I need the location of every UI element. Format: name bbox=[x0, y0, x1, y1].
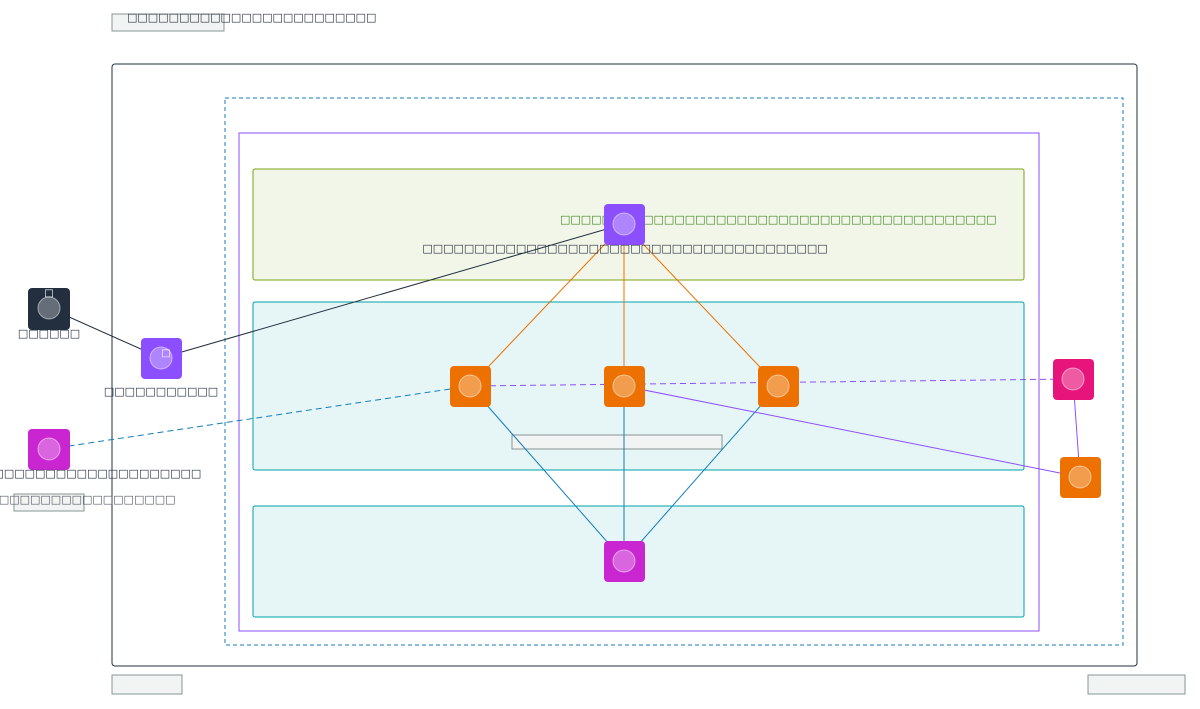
right-compute-node[interactable] bbox=[1060, 457, 1101, 498]
top-band-label: □□□□□□□□□□□□□□□□□□□□□□□□□□□□□□□□□□□□□□□□… bbox=[560, 213, 997, 226]
queue-icon bbox=[1053, 359, 1094, 400]
gateway-node[interactable]: □ □□□□□□□□□□□ bbox=[104, 338, 218, 398]
top-network-node[interactable]: □□□□□□□□□□□□□□□□□□□□□□□□□□□□□□□□□□□□□□□ bbox=[422, 204, 828, 255]
service-icon-glyph bbox=[37, 437, 61, 461]
gateway-icon bbox=[141, 338, 182, 379]
compute-icon-glyph bbox=[1068, 465, 1092, 489]
edge-compute-left-to-db bbox=[469, 385, 625, 562]
database-icon-glyph bbox=[612, 549, 636, 573]
edge-compute-right-to-db bbox=[623, 385, 779, 562]
bottom-left-tag bbox=[111, 674, 183, 695]
service-label: □□□□□□□□□□□□□□□□□□□□□□□□□□□ bbox=[0, 467, 201, 480]
gateway-icon-glyph bbox=[149, 346, 173, 370]
service-sublabel-tag bbox=[13, 493, 85, 512]
edge-compute-left-to-service bbox=[48, 385, 471, 452]
user-badge: □ bbox=[44, 288, 53, 299]
service-icon bbox=[28, 429, 70, 470]
compute-icon-glyph bbox=[612, 374, 636, 398]
database-icon bbox=[604, 541, 645, 582]
compute-mid-node[interactable] bbox=[604, 366, 645, 407]
compute-icon bbox=[450, 366, 491, 407]
queue-icon-glyph bbox=[1061, 367, 1085, 391]
compute-icon-glyph bbox=[766, 374, 790, 398]
database-node[interactable] bbox=[604, 541, 645, 582]
bottom-right-tag bbox=[1087, 674, 1186, 695]
compute-left-node[interactable] bbox=[450, 366, 491, 407]
compute-icon bbox=[604, 366, 645, 407]
middle-band-tag bbox=[511, 434, 723, 450]
compute-icon-glyph bbox=[458, 374, 482, 398]
network-icon bbox=[604, 204, 645, 245]
node-layer: □ □□□□□□ □ □□□□□□□□□□□ □□□□□□□□□□□□□□□□□… bbox=[0, 204, 1101, 582]
diagram-title: □□□□□□□□□□□□□□□□□□□□□□□□ bbox=[127, 11, 376, 24]
user-label: □□□□□□ bbox=[18, 327, 80, 340]
queue-node[interactable] bbox=[1053, 359, 1094, 400]
compute-icon bbox=[758, 366, 799, 407]
compute-icon bbox=[1060, 457, 1101, 498]
service-sublabel: □□□□□□□□□□□□□□□□□□□□□□□ bbox=[0, 493, 176, 506]
title-tag bbox=[111, 13, 225, 32]
outer-group bbox=[111, 63, 1138, 667]
user-icon bbox=[28, 288, 70, 330]
edge-top-to-compute-right bbox=[623, 223, 779, 387]
compute-right-node[interactable] bbox=[758, 366, 799, 407]
network-icon-glyph bbox=[612, 212, 636, 236]
external-service-node[interactable]: □□□□□□□□□□□□□□□□□□□□□□□□□□□ □□□□□□□□□□□□… bbox=[0, 429, 201, 506]
edge-right-compute-to-mid bbox=[623, 383, 1081, 478]
edge-top-to-compute-left bbox=[469, 223, 625, 387]
user-node[interactable]: □ □□□□□□ bbox=[18, 288, 80, 340]
dashed-group bbox=[224, 97, 1124, 646]
gateway-label: □□□□□□□□□□□ bbox=[104, 385, 218, 398]
top-node-label: □□□□□□□□□□□□□□□□□□□□□□□□□□□□□□□□□□□□□□□ bbox=[422, 242, 827, 255]
user-icon-glyph bbox=[37, 296, 61, 320]
edge-gateway-to-top bbox=[160, 222, 625, 359]
gateway-badge: □ bbox=[161, 348, 170, 359]
